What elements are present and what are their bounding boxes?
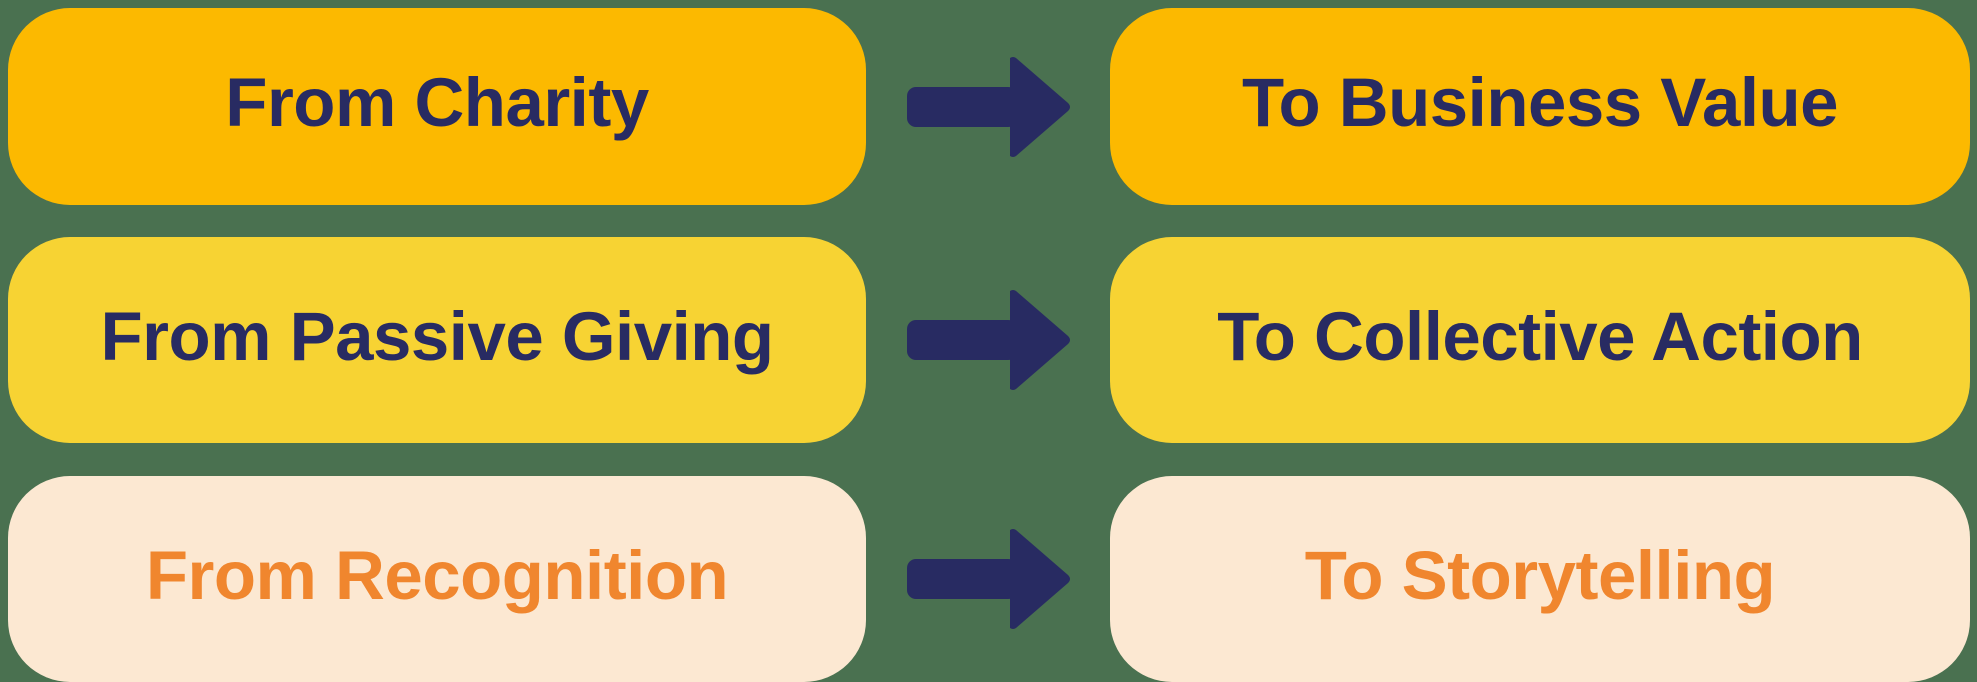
transition-row-passive-giving: From Passive Giving To Collective Action: [0, 237, 1977, 443]
from-label: From Passive Giving: [100, 297, 774, 375]
to-pill-collective-action: To Collective Action: [1110, 237, 1970, 443]
right-arrow-icon: [907, 528, 1072, 630]
from-label: From Charity: [225, 64, 649, 141]
from-label: From Recognition: [145, 536, 729, 614]
to-label: To Storytelling: [1304, 536, 1776, 614]
right-arrow-icon: [907, 56, 1072, 158]
to-pill-storytelling: To Storytelling: [1110, 476, 1970, 682]
to-label: To Business Value: [1241, 64, 1839, 141]
to-pill-business-value: To Business Value: [1110, 8, 1970, 205]
from-pill-passive-giving: From Passive Giving: [8, 237, 866, 443]
transition-row-charity: From Charity To Business Value: [0, 8, 1977, 205]
transition-row-recognition: From Recognition To Storytelling: [0, 476, 1977, 682]
right-arrow-icon: [907, 289, 1072, 391]
to-label: To Collective Action: [1217, 297, 1863, 375]
from-pill-recognition: From Recognition: [8, 476, 866, 682]
from-pill-charity: From Charity: [8, 8, 866, 205]
